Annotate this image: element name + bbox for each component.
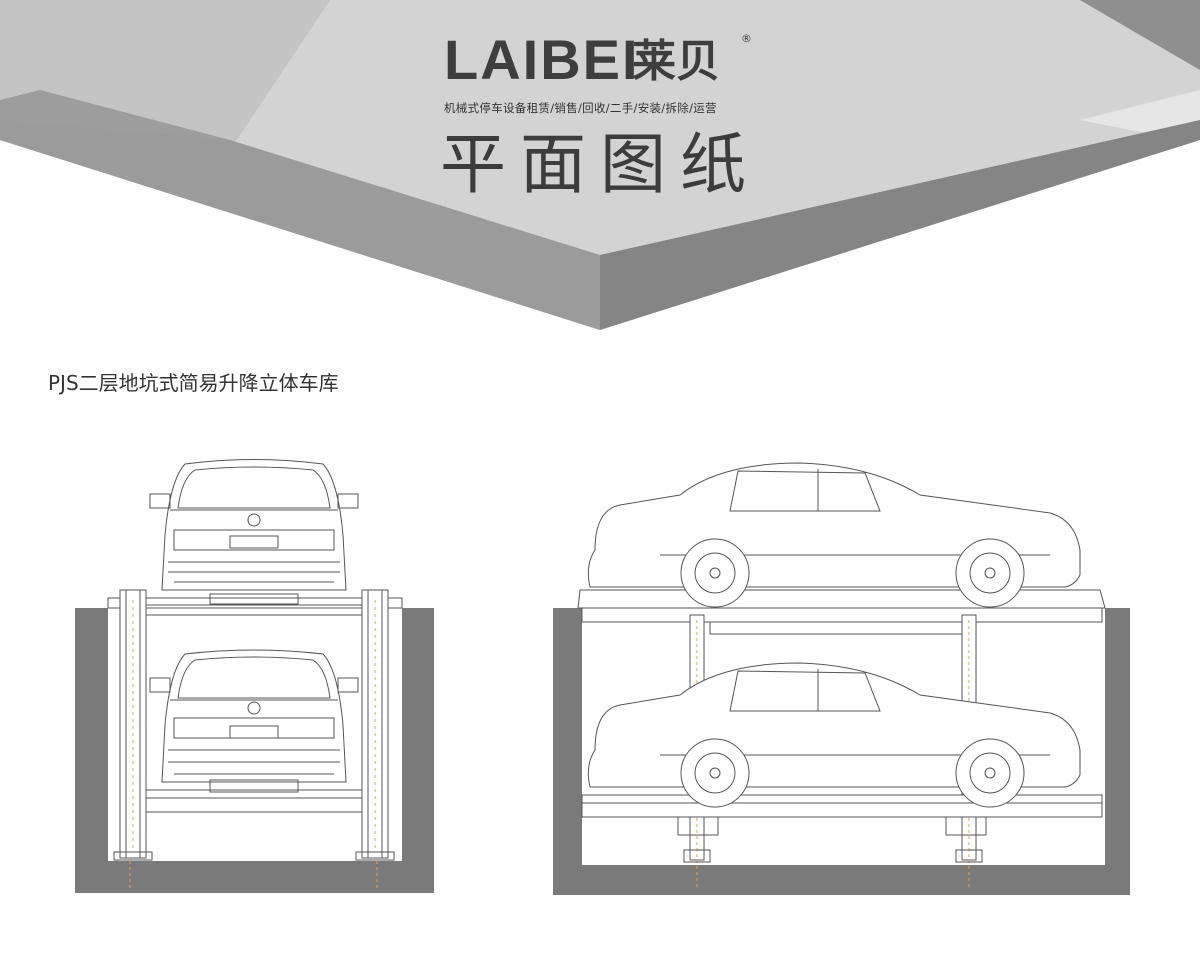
brand-chinese: 莱贝 xyxy=(632,36,720,87)
page-title: 平面图纸 xyxy=(440,126,760,203)
brand-logo: LAIBEI 莱贝 ® xyxy=(444,32,754,88)
side-view-drawing xyxy=(553,462,1130,895)
product-subtitle: PJS二层地坑式简易升降立体车库 xyxy=(48,371,339,395)
registered-mark: ® xyxy=(741,32,752,45)
header-banner xyxy=(0,0,1200,330)
brand-latin: LAIBEI xyxy=(444,28,640,91)
services-line: 机械式停车设备租赁/销售/回收/二手/安装/拆除/运营 xyxy=(444,101,717,115)
front-view-drawing xyxy=(75,459,434,893)
